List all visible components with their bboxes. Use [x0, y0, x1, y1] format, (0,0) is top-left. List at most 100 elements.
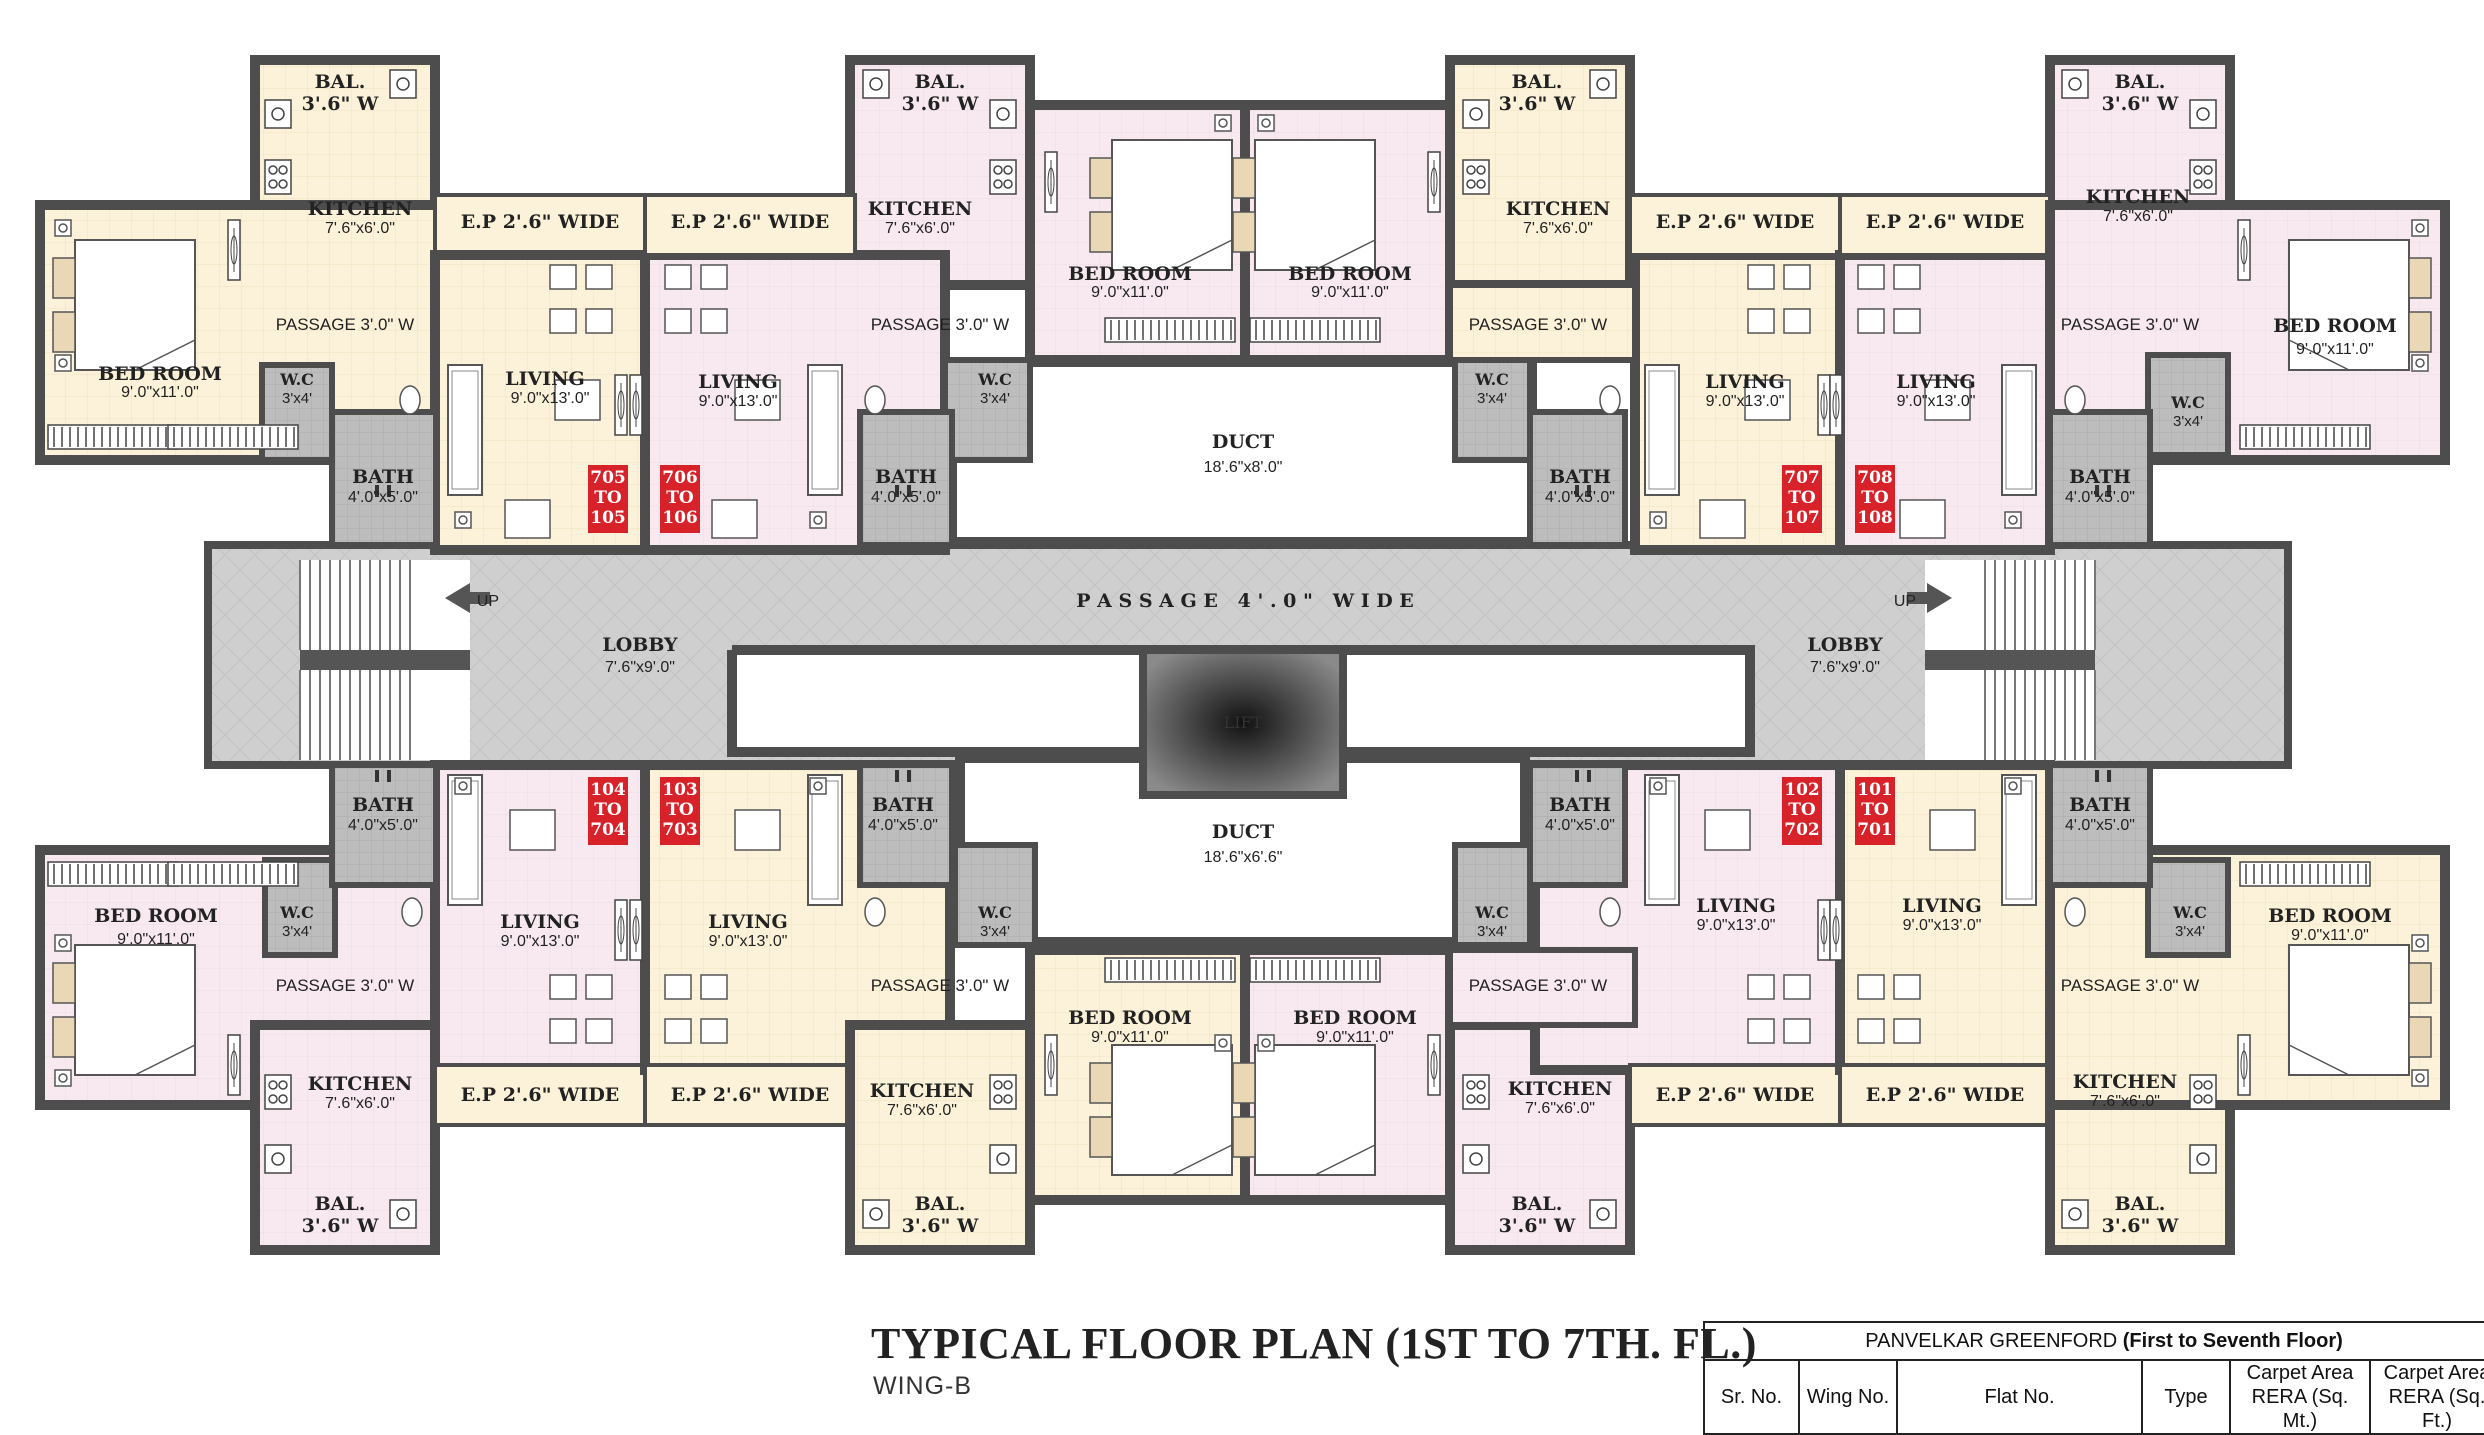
duct-size: 18'.6"x6'.6" — [1204, 849, 1283, 866]
room-name: E.P 2'.6" WIDE — [461, 211, 620, 233]
flat-badge-line: TO — [1788, 488, 1816, 508]
room-name: LIVING — [505, 368, 584, 390]
room-size: 3'x4' — [2175, 923, 2205, 940]
flat-badge: 707 TO 107 — [1782, 465, 1822, 533]
room-size: 3'x4' — [980, 390, 1010, 407]
room-name: BAL. — [2115, 1193, 2166, 1215]
room-name: W.C — [1474, 903, 1509, 922]
room-name: KITCHEN — [2073, 1071, 2177, 1093]
flat-badge: 101 TO 701 — [1855, 777, 1895, 845]
room-size: 4'.0"x5'.0" — [2065, 489, 2135, 506]
room-size: 7'.6"x6'.0" — [325, 1095, 395, 1112]
room-size: 3'x4' — [1477, 923, 1507, 940]
room-size: 7'.6"x6'.0" — [325, 220, 395, 237]
room-name: PASSAGE 3'.0" W — [1469, 315, 1607, 334]
room-size: 9'.0"x13'.0" — [1706, 393, 1785, 410]
duct-name: DUCT — [1212, 821, 1274, 843]
room-name: E.P 2'.6" WIDE — [461, 1084, 620, 1106]
room-name: LIVING — [708, 911, 787, 933]
room-name: PASSAGE 3'.0" W — [2061, 976, 2199, 995]
room-name: W.C — [279, 370, 314, 389]
room-name: BATH — [352, 794, 414, 816]
room-name: LIVING — [1902, 895, 1981, 917]
room-name: E.P 2'.6" WIDE — [671, 211, 830, 233]
room-size: 7'.6"x6'.0" — [1523, 220, 1593, 237]
room-name: E.P 2'.6" WIDE — [1866, 1084, 2025, 1106]
room-size: 3'.6" W — [2102, 1215, 2179, 1237]
flat-badge-line: 701 — [1857, 820, 1893, 840]
room-size: 9'.0"x11'.0" — [121, 384, 199, 401]
room-size: 3'x4' — [980, 923, 1010, 940]
flat-badge-line: 106 — [662, 508, 698, 528]
room-name: LIVING — [1705, 371, 1784, 393]
room-name: KITCHEN — [870, 1080, 974, 1102]
room-name: BATH — [1549, 794, 1611, 816]
room-size: 3'x4' — [2173, 413, 2203, 430]
room-name: BAL. — [915, 1193, 966, 1215]
room-size: 9'.0"x13'.0" — [1697, 917, 1776, 934]
flat-badge-line: 706 — [662, 468, 698, 488]
room-name: KITCHEN — [308, 1073, 412, 1095]
flat-badge-line: TO — [666, 800, 694, 820]
table-header-cell: Type — [2141, 1359, 2231, 1435]
room-size: 3'x4' — [282, 390, 312, 407]
flat-badge-line: 104 — [590, 780, 626, 800]
room-name: BED ROOM — [98, 363, 222, 385]
flat-badge-line: 703 — [662, 820, 698, 840]
flat-badge-line: 705 — [590, 468, 626, 488]
flat-badge-line: TO — [1861, 488, 1889, 508]
room-size: 9'.0"x11'.0" — [1091, 284, 1169, 301]
room-name: BED ROOM — [1288, 263, 1412, 285]
table-header-row: Sr. No. Wing No. Flat No. Type Carpet Ar… — [1703, 1359, 2484, 1435]
room-name: W.C — [1474, 370, 1509, 389]
flat-badge-line: 101 — [1857, 780, 1893, 800]
stair-up-label: UP — [477, 593, 499, 610]
room-name: KITCHEN — [1508, 1078, 1612, 1100]
flat-badge-line: 102 — [1784, 780, 1820, 800]
room-size: 4'.0"x5'.0" — [2065, 817, 2135, 834]
room-size: 9'.0"x13'.0" — [1897, 393, 1976, 410]
room-name: BED ROOM — [1068, 1007, 1192, 1029]
room-name: PASSAGE 3'.0" W — [871, 976, 1009, 995]
room-name: BAL. — [315, 71, 366, 93]
table-header-cell: Carpet Area RERA (Sq. Ft.) — [2368, 1359, 2484, 1435]
room-name: PASSAGE 3'.0" W — [1469, 976, 1607, 995]
room-name: BED ROOM — [94, 905, 218, 927]
room-size: 9'.0"x11'.0" — [1311, 284, 1389, 301]
room-size: 3'x4' — [1477, 390, 1507, 407]
room-name: BAL. — [1512, 71, 1563, 93]
room-size: 7'.6"x6'.0" — [2103, 208, 2173, 225]
room-size: 9'.0"x13'.0" — [1903, 917, 1982, 934]
room-size: 9'.0"x13'.0" — [501, 933, 580, 950]
room-name: BAL. — [315, 1193, 366, 1215]
duct-size: 18'.6"x8'.0" — [1204, 459, 1283, 476]
room-size: 9'.0"x11'.0" — [1316, 1029, 1394, 1046]
duct-name: DUCT — [1212, 431, 1274, 453]
room-name: PASSAGE 3'.0" W — [2061, 315, 2199, 334]
room-name: PASSAGE 3'.0" W — [871, 315, 1009, 334]
plan-title: TYPICAL FLOOR PLAN (1ST TO 7TH. FL.) — [871, 1319, 1757, 1368]
room-name: PASSAGE 3'.0" W — [276, 976, 414, 995]
room-name: BED ROOM — [2273, 315, 2397, 337]
room-name: KITCHEN — [1506, 198, 1610, 220]
table-header-cell: Wing No. — [1798, 1359, 1898, 1435]
room-size: 4'.0"x5'.0" — [1545, 489, 1615, 506]
room-size: 3'.6" W — [902, 93, 979, 115]
room-size: 9'.0"x13'.0" — [511, 390, 590, 407]
lobby-size: 7'.6"x9'.0" — [1810, 659, 1880, 676]
flat-badge-line: 707 — [1784, 468, 1820, 488]
room-name: LIVING — [1696, 895, 1775, 917]
table-header-cell: Sr. No. — [1703, 1359, 1800, 1435]
flat-badge-line: 107 — [1784, 508, 1820, 528]
table-title: PANVELKAR GREENFORD (First to Seventh Fl… — [1702, 1321, 2484, 1361]
room-size: 3'.6" W — [302, 1215, 379, 1237]
stair-up-label: UP — [1894, 593, 1916, 610]
room-name: E.P 2'.6" WIDE — [671, 1084, 830, 1106]
room-size: 9'.0"x11'.0" — [2296, 341, 2374, 358]
plan-subtitle: WING-B — [873, 1372, 973, 1400]
room-name: BAL. — [915, 71, 966, 93]
room-size: 7'.6"x6'.0" — [887, 1102, 957, 1119]
room-size: 9'.0"x13'.0" — [709, 933, 788, 950]
flat-badge-line: 105 — [590, 508, 626, 528]
room-name: BATH — [872, 794, 934, 816]
